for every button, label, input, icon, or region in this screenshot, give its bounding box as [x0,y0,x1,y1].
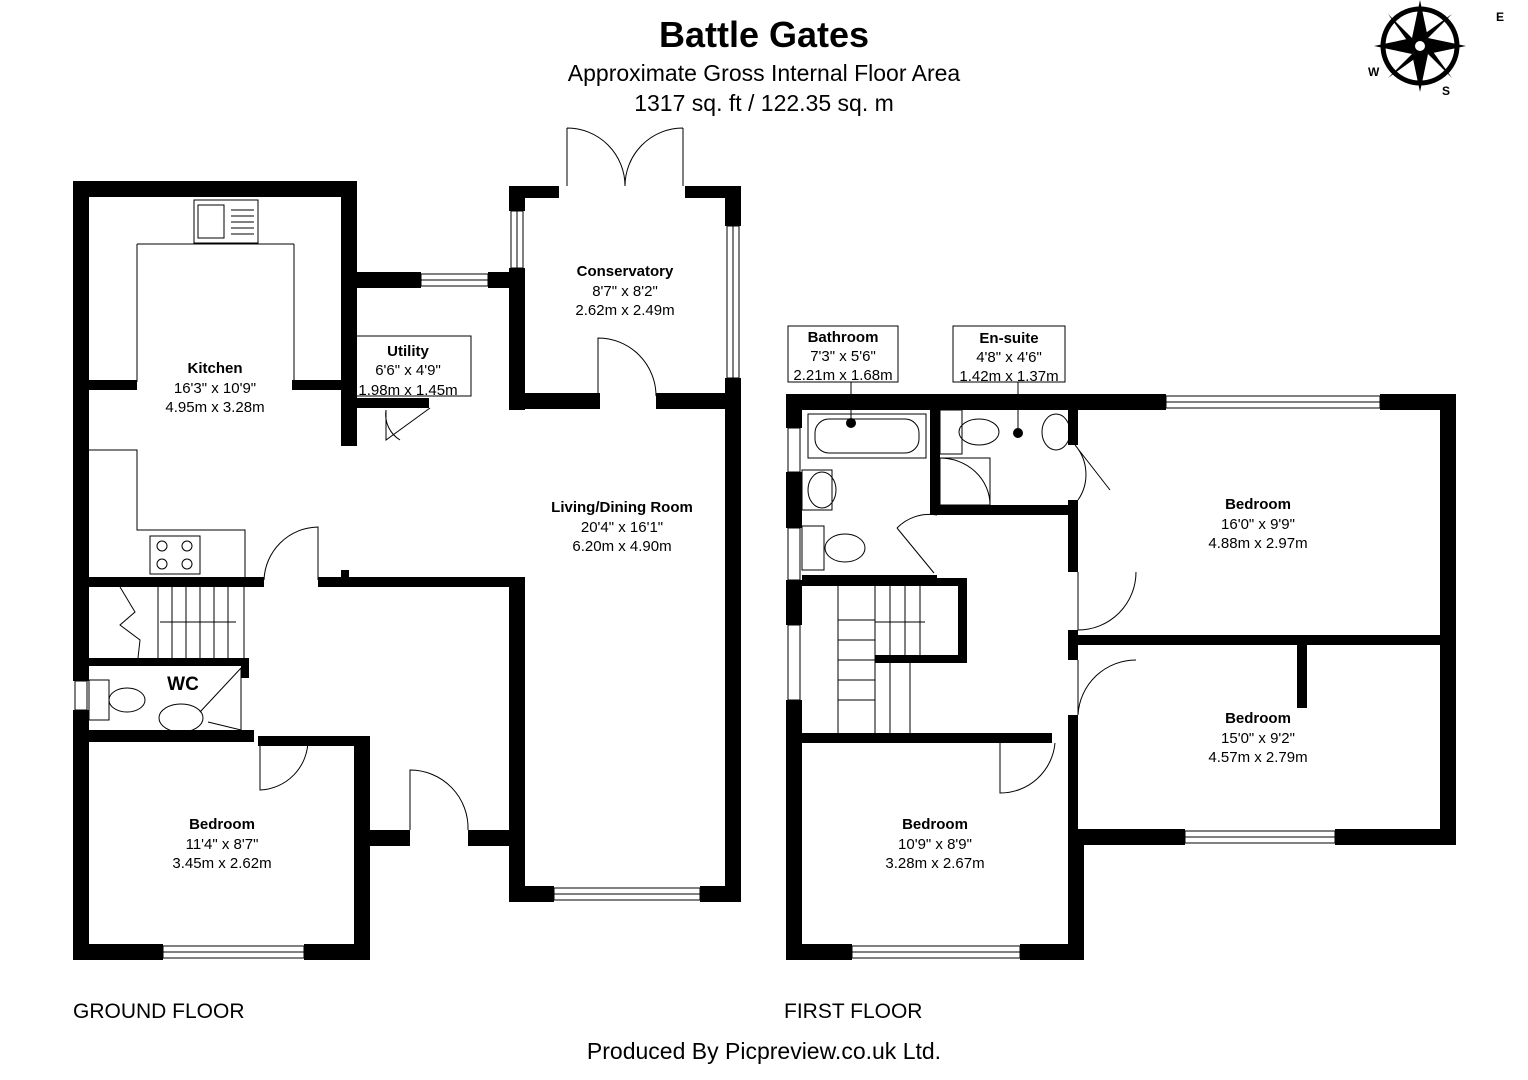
bathroom-imperial: 7'3" x 5'6" [810,348,876,365]
bedroom-3-name: Bedroom [902,816,968,833]
utility-imperial: 6'6" x 4'9" [375,362,441,379]
conservatory-imperial: 8'7" x 8'2" [592,283,658,300]
compass-west: W [1368,65,1380,79]
fixture-markers [846,418,1023,438]
ground-floor-walls [73,181,741,960]
living-room-metric: 6.20m x 4.90m [572,538,671,555]
bathroom-metric: 2.21m x 1.68m [793,367,892,384]
living-room-imperial: 20'4" x 16'1" [581,519,663,536]
ensuite-metric: 1.42m x 1.37m [959,368,1058,385]
bedroom-2-metric: 4.57m x 2.79m [1208,749,1307,766]
bedroom-3-metric: 3.28m x 2.67m [885,855,984,872]
ground-bedroom-imperial: 11'4" x 8'7" [186,836,259,853]
plan-subtitle: Approximate Gross Internal Floor Area [567,60,961,86]
bathroom-name: Bathroom [808,329,879,346]
ground-bedroom-metric: 3.45m x 2.62m [172,855,271,872]
living-room-name: Living/Dining Room [551,499,693,516]
first-floor-fixtures [787,325,1381,959]
utility-metric: 1.98m x 1.45m [358,382,457,399]
kitchen-metric: 4.95m x 3.28m [165,399,264,416]
first-floor-label: FIRST FLOOR [784,1000,923,1023]
producer-credit: Produced By Picpreview.co.uk Ltd. [586,1038,942,1064]
bedroom-1-metric: 4.88m x 2.97m [1208,535,1307,552]
utility-name: Utility [387,343,429,360]
compass-east: E [1496,10,1504,24]
ensuite-name: En-suite [979,330,1038,347]
bedroom-2-name: Bedroom [1225,710,1291,727]
bedroom-1-name: Bedroom [1225,496,1291,513]
first-floor-walls [786,394,1456,960]
kitchen-imperial: 16'3" x 10'9" [174,380,256,397]
ground-floor-fixtures [74,127,740,959]
conservatory-name: Conservatory [577,263,674,280]
wc-name: WC [167,674,199,695]
bedroom-1-imperial: 16'0" x 9'9" [1221,516,1295,533]
floor-area: 1317 sq. ft / 122.35 sq. m [634,90,894,116]
ensuite-imperial: 4'8" x 4'6" [976,349,1042,366]
conservatory-metric: 2.62m x 2.49m [575,302,674,319]
bedroom-2-imperial: 15'0" x 9'2" [1221,730,1295,747]
compass-rose-icon: E W S [1368,0,1504,98]
bedroom-3-imperial: 10'9" x 8'9" [898,836,972,853]
ground-bedroom-name: Bedroom [189,816,255,833]
compass-south: S [1442,84,1450,98]
kitchen-name: Kitchen [187,360,242,377]
ground-floor-label: GROUND FLOOR [73,1000,245,1023]
plan-title: Battle Gates [658,14,870,55]
